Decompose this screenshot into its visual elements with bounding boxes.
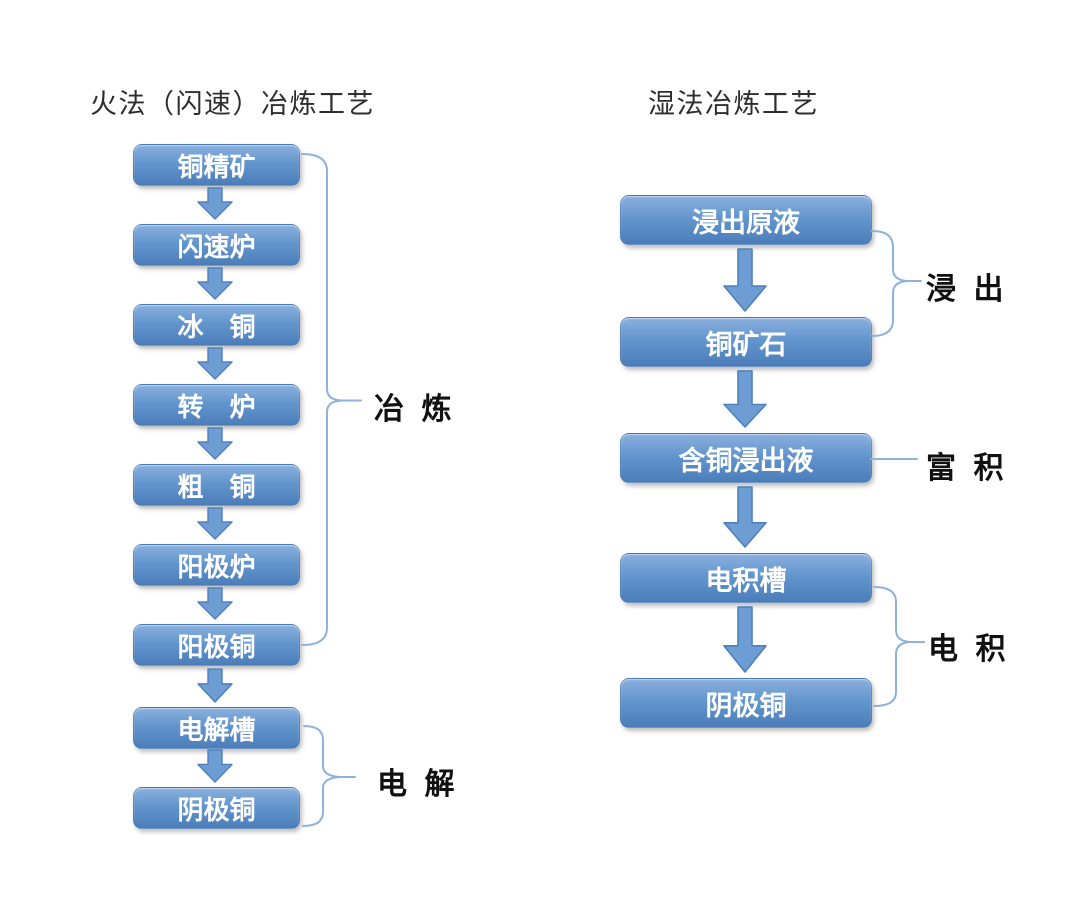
right-process-title: 湿法冶炼工艺 [648, 89, 819, 119]
flow-node-electrolytic-cell: 电解槽 [133, 707, 300, 749]
flow-node-anode-furnace: 阳极炉 [133, 544, 300, 586]
flow-node-blister-copper: 粗 铜 [133, 464, 300, 506]
down-arrow-icon [723, 248, 767, 312]
flow-node-copper-bearing-leachate: 含铜浸出液 [620, 433, 872, 483]
smelting-bracket [301, 153, 362, 646]
stage-label-electrolysis: 电 解 [377, 768, 460, 801]
down-arrow-icon [723, 606, 767, 673]
down-arrow-icon [723, 370, 767, 428]
flow-node-copper-ore: 铜矿石 [620, 317, 872, 367]
stage-label-smelting: 冶 炼 [374, 393, 457, 426]
flow-node-leach-solution: 浸出原液 [620, 195, 872, 245]
stage-label-enrichment: 富 积 [926, 452, 1009, 485]
down-arrow-icon [197, 347, 233, 380]
leaching-bracket [871, 230, 922, 337]
down-arrow-icon [197, 187, 233, 220]
left-process-title: 火法（闪速）冶炼工艺 [90, 89, 375, 119]
stage-label-leaching: 浸 出 [926, 273, 1009, 306]
flow-node-electrowinning-cell: 电积槽 [620, 553, 872, 603]
stage-label-electrowinning: 电 积 [928, 633, 1011, 666]
flow-node-matte: 冰 铜 [133, 304, 300, 346]
down-arrow-icon [197, 507, 233, 540]
flow-node-cathode-copper-left: 阴极铜 [133, 787, 300, 829]
down-arrow-icon [197, 668, 233, 703]
down-arrow-icon [723, 486, 767, 548]
down-arrow-icon [197, 749, 233, 783]
down-arrow-icon [197, 587, 233, 620]
flow-node-converter: 转 炉 [133, 384, 300, 426]
electrowinning-bracket [873, 586, 925, 707]
down-arrow-icon [197, 267, 233, 300]
flow-node-anode-copper: 阳极铜 [133, 624, 300, 666]
electrolysis-bracket [302, 725, 356, 827]
down-arrow-icon [197, 427, 233, 460]
flow-node-copper-concentrate: 铜精矿 [133, 144, 300, 186]
flow-node-flash-furnace: 闪速炉 [133, 224, 300, 266]
flow-node-cathode-copper-right: 阴极铜 [620, 678, 872, 728]
